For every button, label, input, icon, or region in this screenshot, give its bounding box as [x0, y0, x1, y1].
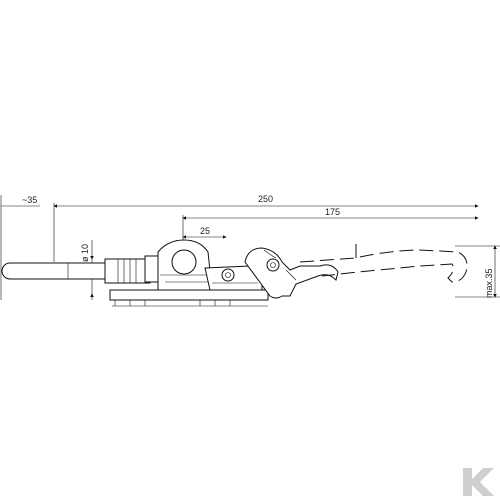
pivot-small: [221, 268, 235, 282]
hook-pin: [266, 258, 280, 272]
base-plate: [109, 289, 269, 301]
dim-pin-label: ~35: [22, 195, 37, 205]
handle-outline: [299, 249, 468, 283]
pivot-large: [171, 249, 197, 275]
latch-rod: [1, 262, 111, 280]
dim-diameter-label: ø 10: [80, 244, 90, 262]
dim-offset-label: 25: [200, 226, 210, 236]
kramp-k-logo-icon: [463, 468, 494, 496]
latch-assembly: [1, 239, 468, 307]
dim-height-label: max.35: [484, 268, 494, 298]
dimension-lines: [0, 195, 500, 300]
dim-handle-label: 175: [325, 207, 340, 217]
hook: [244, 247, 339, 299]
dim-overall-label: 250: [258, 194, 273, 204]
